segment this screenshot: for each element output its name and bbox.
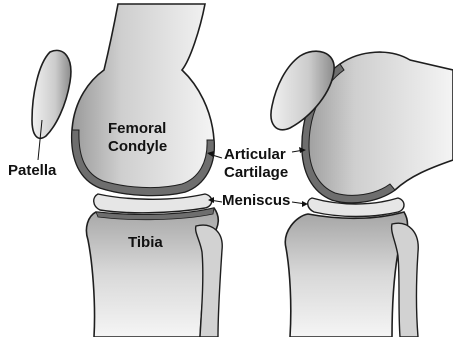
articular-cartilage-label-line2: Cartilage	[224, 164, 288, 181]
right-fibula	[392, 223, 419, 337]
tibia-label: Tibia	[128, 234, 163, 251]
patella-label: Patella	[8, 162, 56, 179]
right-tibia	[285, 212, 407, 337]
meniscus-arrowhead-right	[302, 201, 308, 207]
patella-bone	[32, 50, 71, 138]
femoral-condyle-label-line1: Femoral	[108, 120, 166, 137]
meniscus-label: Meniscus	[222, 192, 290, 209]
articular-cartilage-label-line1: Articular	[224, 146, 286, 163]
left-meniscus	[94, 194, 212, 213]
left-femur	[72, 4, 214, 195]
femoral-condyle-label-line2: Condyle	[108, 138, 167, 155]
